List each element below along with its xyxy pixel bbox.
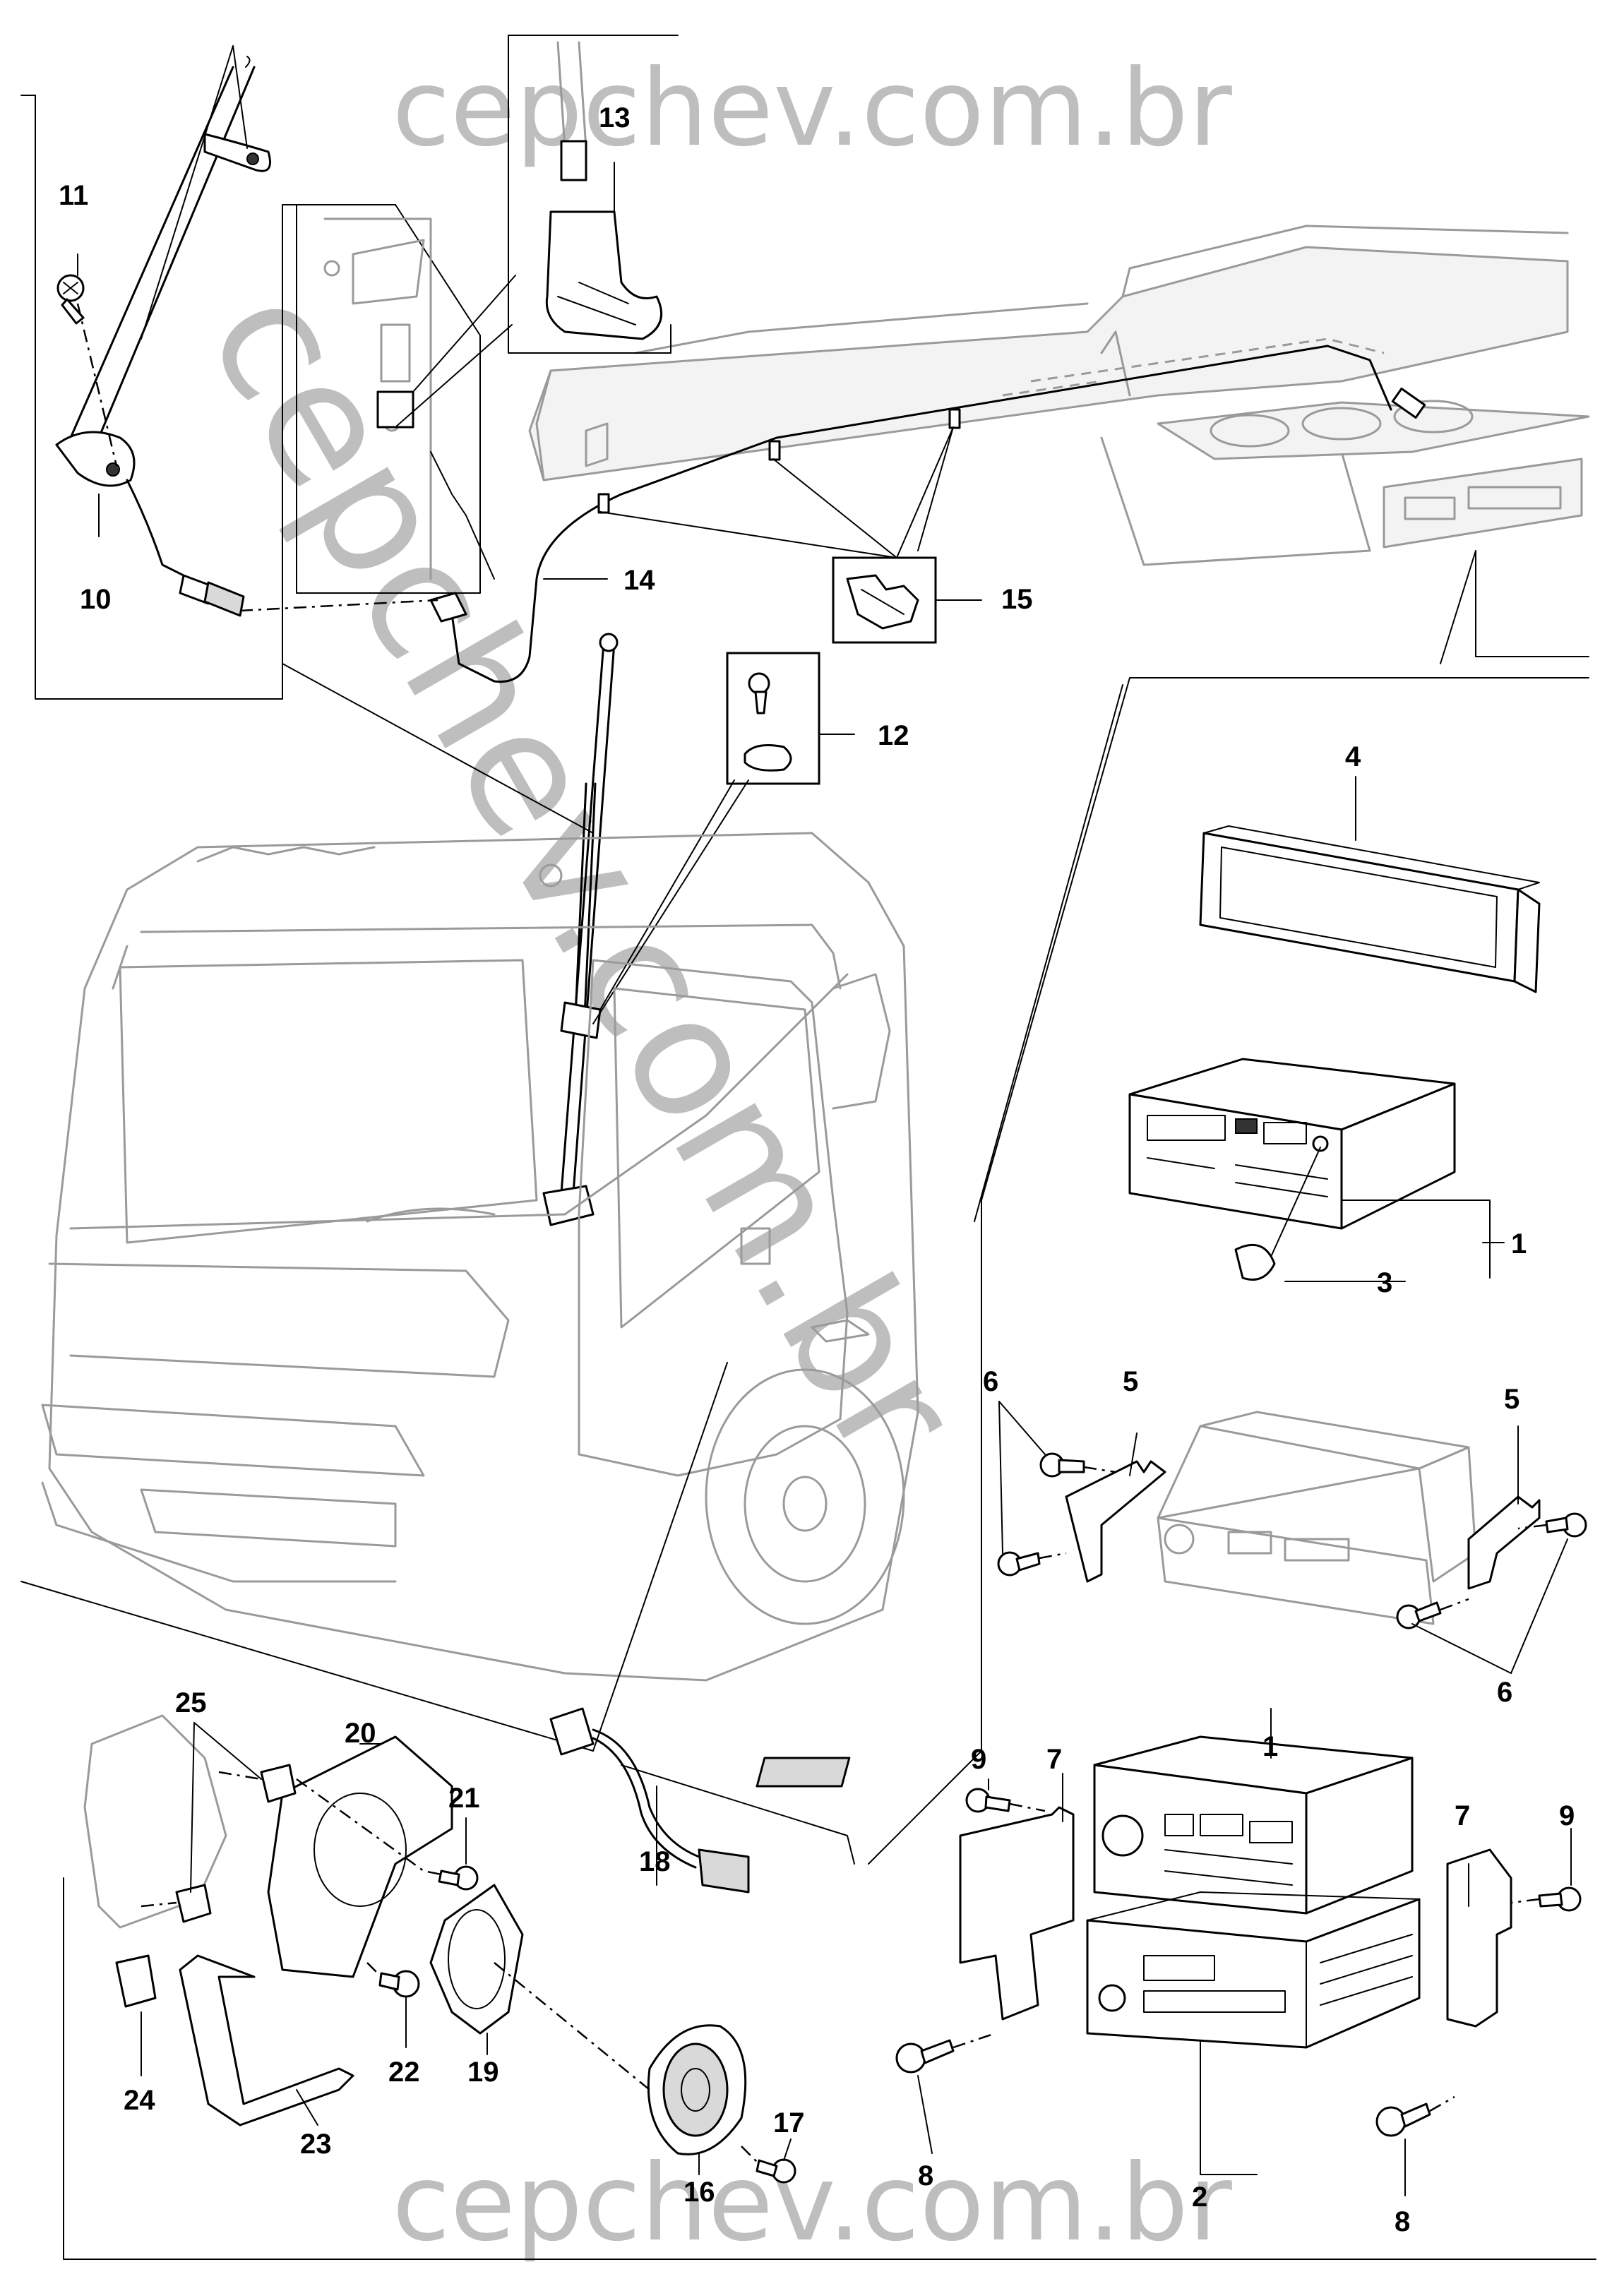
callout-25: 25 (175, 1687, 207, 1718)
harness-18 (549, 1707, 750, 1894)
radio-bezel-4 (1199, 825, 1541, 993)
callout-labels: 11 10 13 14 15 12 4 1 3 6 5 5 6 1 9 7 7 … (59, 102, 1575, 2237)
screw-6-b (997, 1551, 1041, 1577)
watermark-bottom: cepchev.com.br (392, 2142, 1232, 2265)
callout-22: 22 (388, 2057, 420, 2088)
bolt-8-b (1375, 2102, 1431, 2137)
screw-11 (56, 274, 85, 325)
callout-3: 3 (1377, 1267, 1392, 1298)
callout-leaders (77, 162, 1572, 2196)
gasket-12 (744, 744, 792, 772)
mirror-mount-upper (203, 133, 271, 172)
antenna-base (55, 431, 136, 487)
bracket-5-left (1065, 1460, 1166, 1583)
callout-13: 13 (599, 102, 631, 133)
clip-24 (115, 1954, 157, 2008)
clip-25-a (260, 1764, 297, 1803)
callout-14: 14 (623, 565, 655, 596)
callout-6-upper: 6 (983, 1366, 998, 1397)
bolt-8-a (895, 2039, 955, 2074)
antenna-connector (429, 592, 467, 623)
callout-9-left: 9 (971, 1744, 986, 1775)
callout-5-right: 5 (1504, 1384, 1519, 1415)
dashboard-illustration (528, 225, 1590, 566)
radio-stack-assembly (756, 1735, 1582, 2137)
callout-8-left: 8 (918, 2160, 933, 2191)
callout-5-left: 5 (1123, 1366, 1138, 1397)
callout-7-left: 7 (1046, 1744, 1062, 1775)
cable-clip-13 (545, 210, 663, 340)
screw-21 (438, 1865, 479, 1891)
callout-17: 17 (773, 2107, 805, 2139)
callout-16: 16 (683, 2177, 715, 2208)
callout-2: 2 (1192, 2182, 1207, 2213)
radio-bracket-assembly (997, 1411, 1587, 1629)
antenna-feeder-cable (429, 345, 1426, 683)
callout-23: 23 (300, 2129, 332, 2160)
screw-22 (378, 1970, 420, 1998)
door-clip-inset (296, 35, 679, 594)
callout-24: 24 (124, 2085, 155, 2116)
callout-1-lower: 1 (1262, 1731, 1278, 1762)
speaker-bracket-20 (267, 1735, 453, 1978)
screw-12 (748, 672, 770, 714)
callout-12: 12 (878, 720, 909, 751)
radio-1-upper (1128, 1058, 1456, 1281)
bracket-5-right (1467, 1495, 1541, 1590)
mast-mid-bracket (560, 1001, 602, 1039)
callout-10: 10 (80, 584, 112, 615)
callout-21: 21 (448, 1783, 480, 1814)
cable-grommet (560, 140, 587, 181)
callout-8-right: 8 (1395, 2206, 1410, 2237)
mast-lower-bracket (542, 1185, 595, 1226)
screw-9-a (965, 1788, 1011, 1813)
callout-18: 18 (639, 1846, 671, 1877)
watermark-top: cepchev.com.br (392, 47, 1232, 170)
callout-1-upper: 1 (1511, 1228, 1527, 1260)
callout-6-lower: 6 (1497, 1677, 1512, 1708)
screw-6-d (1396, 1601, 1442, 1629)
bracket-7-left (959, 1806, 1075, 2021)
callout-19: 19 (467, 2057, 499, 2088)
seal-23 (179, 1954, 354, 2127)
callout-9-right: 9 (1559, 1800, 1575, 1831)
antenna-plug (203, 581, 245, 617)
door-clip-plate (376, 390, 414, 429)
screw-6-a (1039, 1452, 1085, 1478)
callout-15: 15 (1001, 584, 1033, 615)
truck-cab-illustration (41, 832, 919, 1682)
callout-7-right: 7 (1455, 1800, 1470, 1831)
screw-6-c (1545, 1512, 1587, 1538)
screw-9-b (1538, 1886, 1582, 1912)
knob-3 (1234, 1243, 1276, 1281)
speaker-assembly (83, 1707, 796, 2184)
cable-clip-inset (832, 556, 937, 644)
callout-4: 4 (1345, 741, 1361, 772)
clip-25-b (175, 1884, 212, 1923)
cable-clip-2 (768, 440, 781, 461)
callout-20: 20 (345, 1718, 376, 1749)
leader-lines (20, 550, 1596, 2260)
speaker-ring-19 (429, 1884, 524, 2035)
bracket-7-right (1446, 1848, 1512, 2028)
cable-clip-3 (597, 493, 610, 514)
cable-clip-1 (948, 408, 961, 429)
callout-11: 11 (59, 180, 88, 211)
